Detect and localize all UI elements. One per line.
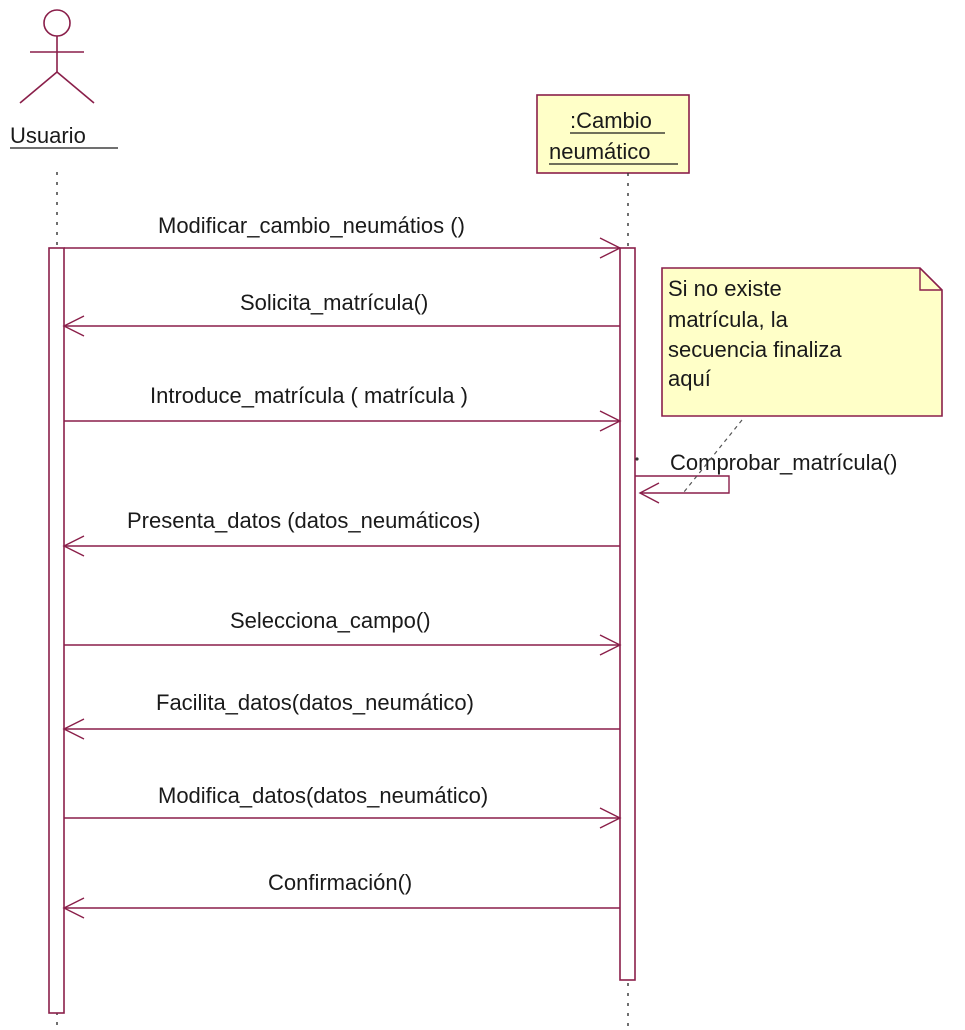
actor-head	[43, 9, 71, 37]
note-line-3: secuencia finaliza	[668, 337, 842, 362]
message-label: Confirmación()	[268, 870, 412, 895]
object-box	[536, 94, 690, 174]
message-confirmacion: Confirmación()	[62, 870, 620, 919]
message-label: Selecciona_campo()	[230, 608, 431, 633]
arrowhead-left	[638, 482, 660, 504]
arrowhead-right	[599, 807, 622, 829]
note-box	[661, 267, 943, 417]
message-label: Modifica_datos(datos_neumático)	[158, 783, 488, 808]
actor-activation-bar	[48, 247, 65, 1014]
message-label: Comprobar_matrícula()	[670, 450, 897, 475]
arrowhead-left	[62, 897, 85, 919]
note-line-2: matrícula, la	[668, 307, 789, 332]
arrowhead-left	[62, 535, 85, 557]
message-label: Presenta_datos (datos_neumáticos)	[127, 508, 480, 533]
message-modifica-datos: Modifica_datos(datos_neumático)	[64, 783, 622, 829]
arrowhead-right	[599, 634, 622, 656]
arrowhead-left	[62, 315, 85, 337]
self-call-line	[635, 475, 730, 494]
actor-leg-right	[56, 71, 95, 104]
note-line-1: Si no existe	[668, 276, 782, 301]
message-label: Facilita_datos(datos_neumático)	[156, 690, 474, 715]
arrowhead-right	[599, 410, 622, 432]
actor-name: Usuario	[10, 123, 86, 148]
message-comprobar-matricula: Comprobar_matrícula()	[635, 450, 897, 504]
note-fold	[919, 268, 942, 291]
object-activation-bar	[619, 247, 636, 981]
message-label: Modificar_cambio_neumátios ()	[158, 213, 465, 238]
message-introduce-matricula: Introduce_matrícula ( matrícula )	[64, 383, 622, 432]
note: Si no existe matrícula, la secuencia fin…	[635, 267, 943, 493]
note-anchor-dot	[635, 457, 639, 461]
object-name-line1: :Cambio	[570, 108, 652, 133]
message-facilita-datos: Facilita_datos(datos_neumático)	[62, 690, 620, 740]
note-line-4: aquí	[668, 366, 711, 391]
message-label: Solicita_matrícula()	[240, 290, 428, 315]
object-name-line2: neumático	[549, 139, 651, 164]
message-solicita-matricula: Solicita_matrícula()	[62, 290, 620, 337]
arrowhead-right	[599, 237, 622, 259]
actor-figure	[19, 9, 95, 104]
message-label: Introduce_matrícula ( matrícula )	[150, 383, 468, 408]
arrowhead-left	[62, 718, 85, 740]
message-modificar-cambio: Modificar_cambio_neumátios ()	[64, 213, 622, 259]
actor-leg-left	[19, 71, 58, 104]
message-presenta-datos: Presenta_datos (datos_neumáticos)	[62, 508, 620, 557]
message-selecciona-campo: Selecciona_campo()	[64, 608, 622, 656]
